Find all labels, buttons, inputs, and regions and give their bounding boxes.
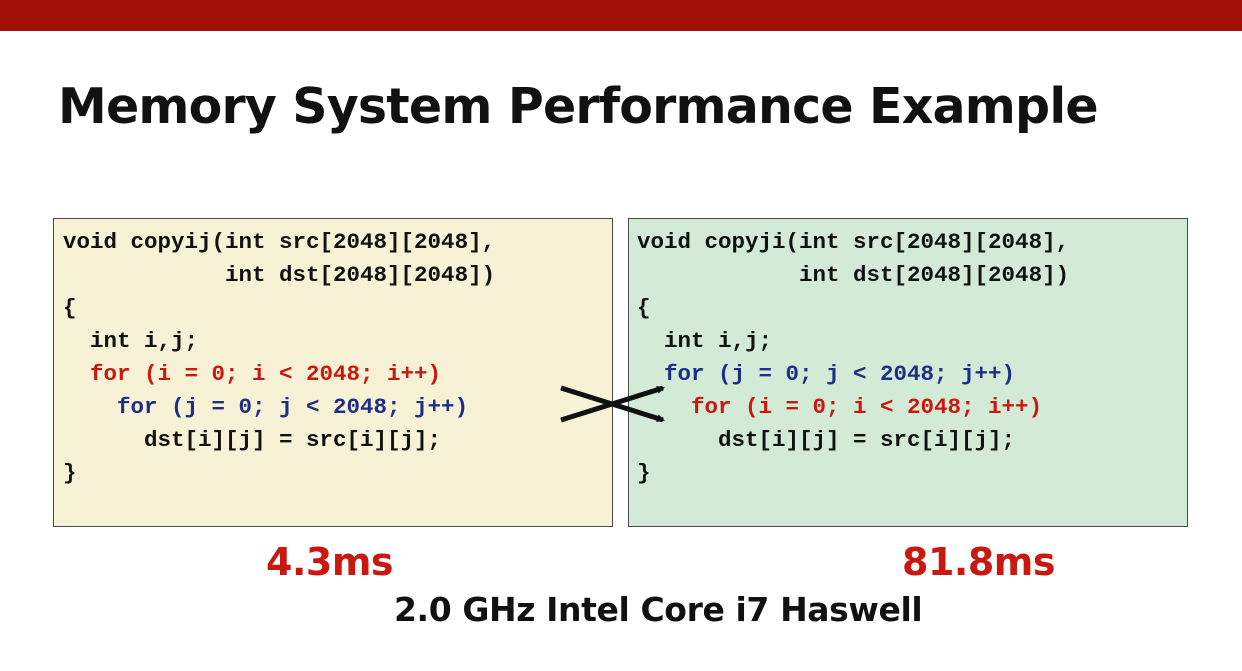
code-box-copyji: void copyji(int src[2048][2048], int dst… [628,218,1188,527]
code-line: int i,j; [637,328,773,354]
header-bar [0,0,1242,31]
slide-title: Memory System Performance Example [58,78,1099,135]
code-line-outer-loop: for (i = 0; i < 2048; i++) [63,361,442,387]
code-line-inner-loop: for (j = 0; j < 2048; j++) [63,394,469,420]
code-line-outer-loop: for (j = 0; j < 2048; j++) [637,361,1016,387]
code-line: int i,j; [63,328,199,354]
code-line: } [637,460,651,486]
code-line: { [63,295,77,321]
code-line-inner-loop: for (i = 0; i < 2048; i++) [637,394,1043,420]
machine-label: 2.0 GHz Intel Core i7 Haswell [394,590,923,629]
code-line: } [63,460,77,486]
timing-copyij: 4.3ms [266,540,394,584]
code-box-copyij: void copyij(int src[2048][2048], int dst… [53,218,613,527]
code-line: { [637,295,651,321]
code-line: void copyij(int src[2048][2048], [63,229,496,255]
code-line: dst[i][j] = src[i][j]; [637,427,1016,453]
code-line: int dst[2048][2048]) [637,262,1070,288]
timing-copyji: 81.8ms [902,540,1055,584]
crossed-arrows-icon [560,385,665,423]
code-line: void copyji(int src[2048][2048], [637,229,1070,255]
code-line: int dst[2048][2048]) [63,262,496,288]
code-line: dst[i][j] = src[i][j]; [63,427,442,453]
